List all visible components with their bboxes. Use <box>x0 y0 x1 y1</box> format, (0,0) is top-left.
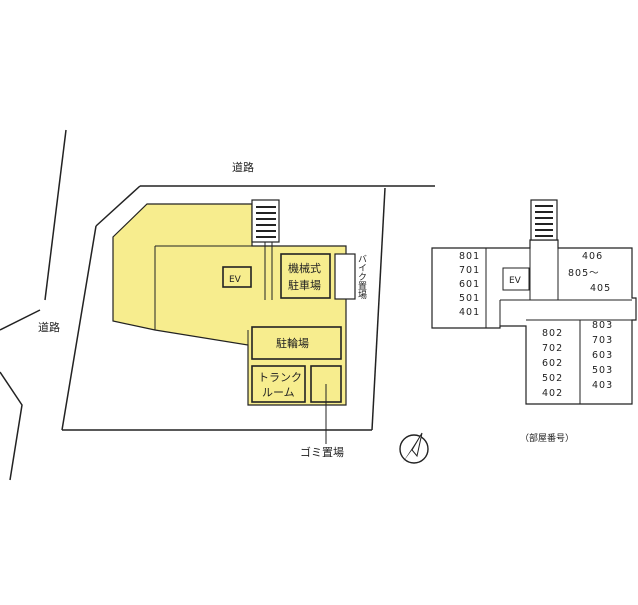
bicycle-parking-box <box>251 326 342 360</box>
room-405: 405 <box>590 283 611 294</box>
room-501: 501 <box>459 293 480 304</box>
elevator-label: EV <box>229 275 242 285</box>
site-boundary-right <box>371 187 386 431</box>
room-503: 503 <box>592 365 613 376</box>
room-805-range: 805〜 <box>568 268 600 279</box>
mechanical-parking-box <box>280 253 331 299</box>
garbage-label: ゴミ置場 <box>300 445 344 459</box>
road-left-edge-lower <box>0 309 41 331</box>
floor-stairs-treads <box>535 205 553 237</box>
road-left-edge-upper <box>44 129 67 301</box>
room-406: 406 <box>582 251 603 262</box>
bicycle-parking-label: 駐輪場 <box>276 336 309 350</box>
room-402: 402 <box>542 388 563 399</box>
road-left-label: 道路 <box>38 320 60 334</box>
bike-parking-box <box>334 253 356 300</box>
room-702: 702 <box>542 343 563 354</box>
elevator-box <box>222 266 252 288</box>
floor-elevator-box <box>502 267 530 291</box>
floor-elevator-label: EV <box>509 276 522 286</box>
trunk-room-box <box>251 365 306 403</box>
floor-plan: EV 801 701 601 501 401 406 805〜 405 802 … <box>431 199 637 444</box>
room-701: 701 <box>459 265 480 276</box>
bike-parking-label: バイク置場 <box>356 254 367 300</box>
room-401: 401 <box>459 307 480 318</box>
mechanical-parking-label-2: 駐車場 <box>288 278 321 292</box>
trunk-room-label-1: トランク <box>258 371 302 384</box>
room-703: 703 <box>592 335 613 346</box>
floor-caption: （部屋番号） <box>520 432 574 444</box>
site-boundary-left <box>61 225 97 431</box>
stairs-treads <box>256 206 276 238</box>
room-802: 802 <box>542 328 563 339</box>
room-602: 602 <box>542 358 563 369</box>
room-603: 603 <box>592 350 613 361</box>
site-boundary-top-left <box>95 185 141 227</box>
room-803: 803 <box>592 320 613 331</box>
trunk-room-label-2: ルーム <box>262 386 295 399</box>
mechanical-parking-label-1: 機械式 <box>288 261 321 275</box>
room-502: 502 <box>542 373 563 384</box>
room-601: 601 <box>459 279 480 290</box>
road-top-label: 道路 <box>232 160 254 174</box>
room-403: 403 <box>592 380 613 391</box>
north-arrow-icon <box>399 432 429 464</box>
room-801: 801 <box>459 251 480 262</box>
road-left-curve <box>0 371 23 481</box>
